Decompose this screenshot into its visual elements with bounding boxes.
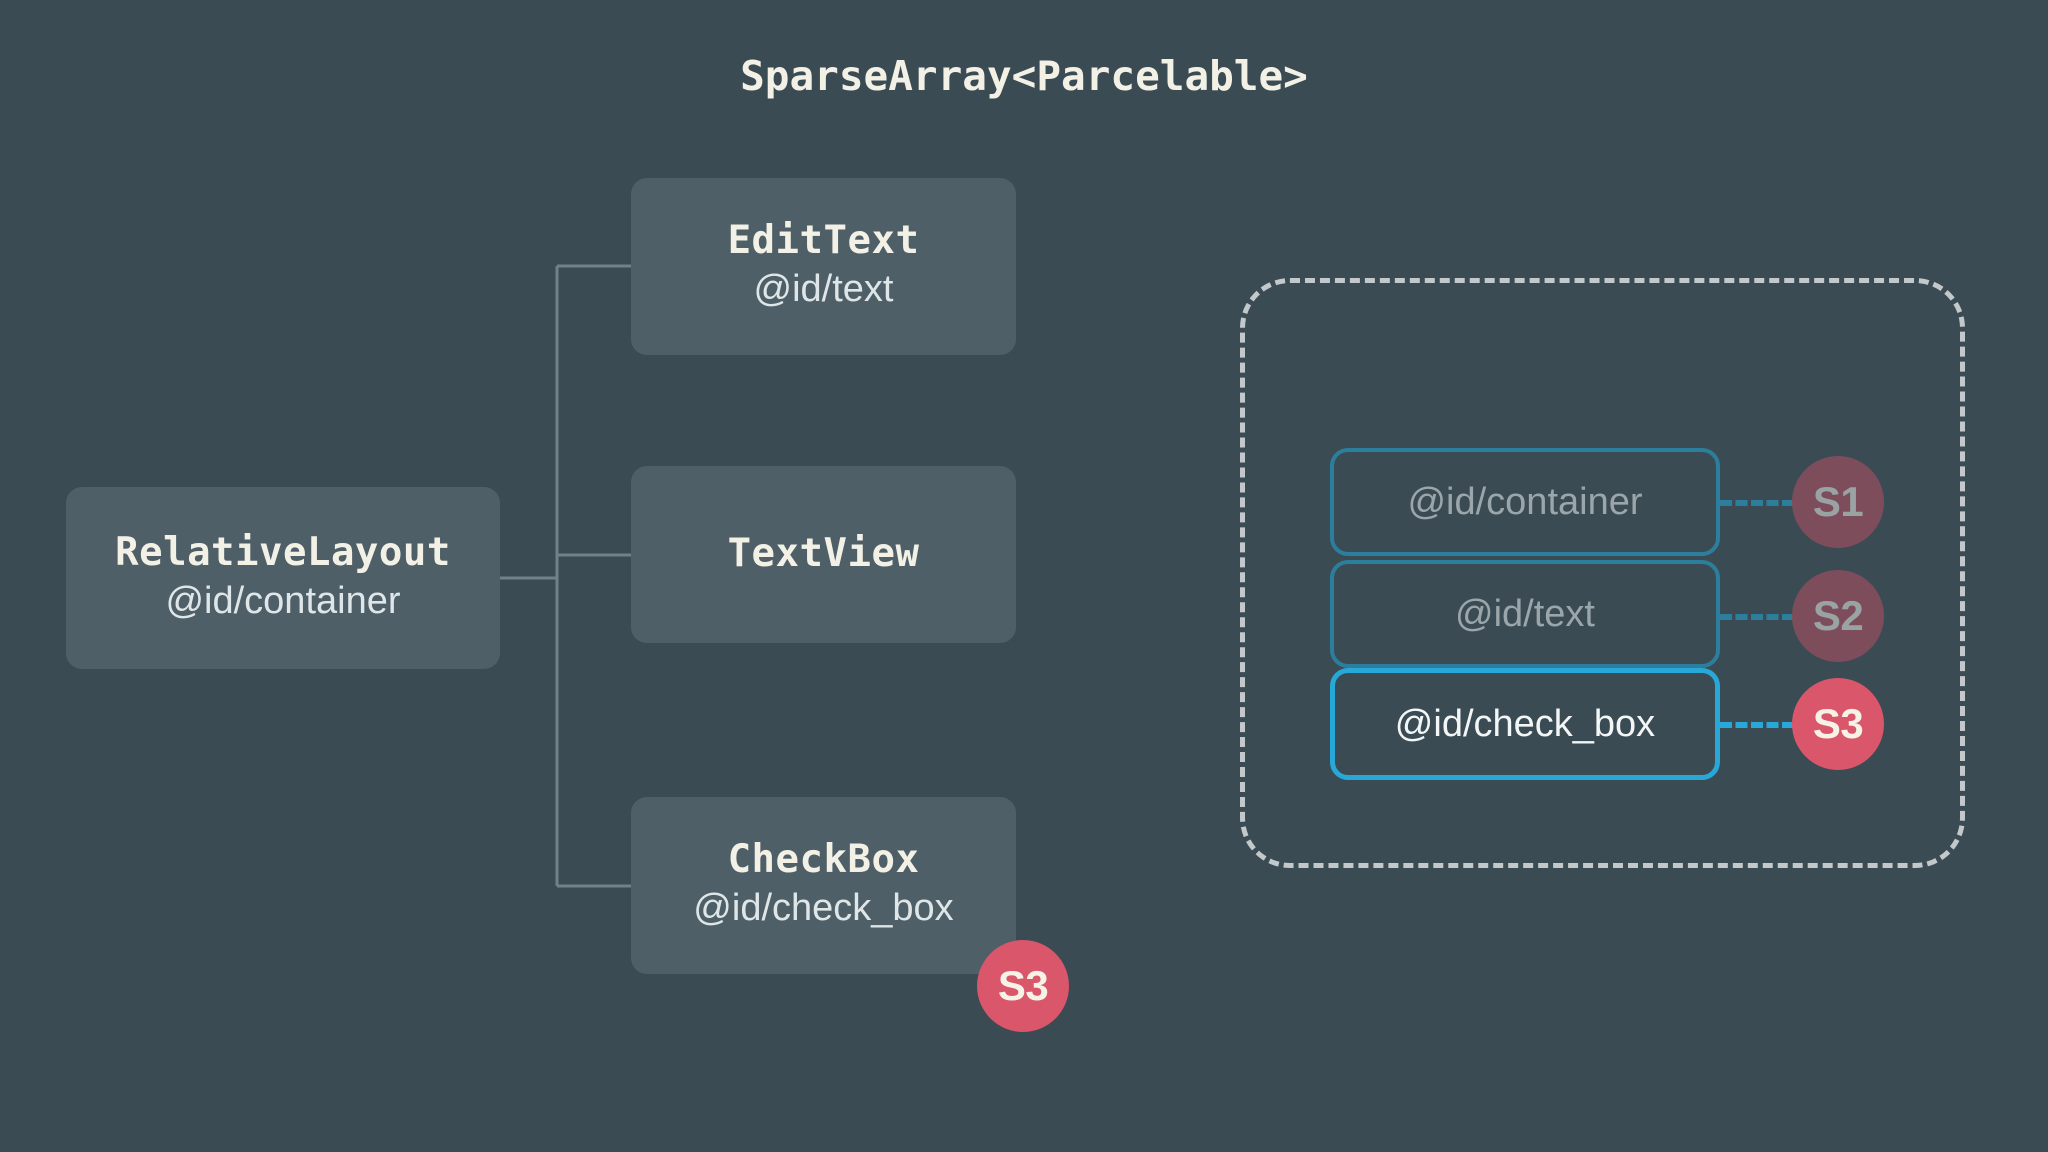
- node-class-name: CheckBox: [727, 837, 920, 883]
- sparse-array-row-text[interactable]: @id/text: [1330, 560, 1720, 668]
- tree-node-textview[interactable]: TextView: [631, 466, 1016, 643]
- sparse-array-row-container[interactable]: @id/container: [1330, 448, 1720, 556]
- row-badge-link-s2: [1720, 614, 1794, 620]
- tree-node-checkbox[interactable]: CheckBox @id/check_box: [631, 797, 1016, 974]
- state-badge-s2: S2: [1792, 570, 1884, 662]
- sparse-array-row-check-box[interactable]: @id/check_box: [1330, 668, 1720, 780]
- sparse-array-panel: [1240, 278, 1965, 868]
- state-badge-s1: S1: [1792, 456, 1884, 548]
- row-badge-link-s3: [1720, 722, 1794, 728]
- node-class-name: RelativeLayout: [115, 529, 451, 575]
- sparse-array-title: SparseArray<Parcelable>: [740, 52, 1308, 100]
- node-class-name: EditText: [727, 218, 920, 264]
- row-badge-link-s1: [1720, 500, 1794, 506]
- node-view-id: @id/check_box: [693, 887, 954, 930]
- node-view-id: @id/container: [165, 579, 401, 622]
- node-view-id: @id/text: [753, 268, 894, 311]
- tree-node-relativelayout[interactable]: RelativeLayout @id/container: [66, 487, 500, 669]
- node-class-name: TextView: [727, 531, 920, 577]
- state-badge-s3: S3: [1792, 678, 1884, 770]
- state-badge-s3-tree: S3: [977, 940, 1069, 1032]
- tree-node-edittext[interactable]: EditText @id/text: [631, 178, 1016, 355]
